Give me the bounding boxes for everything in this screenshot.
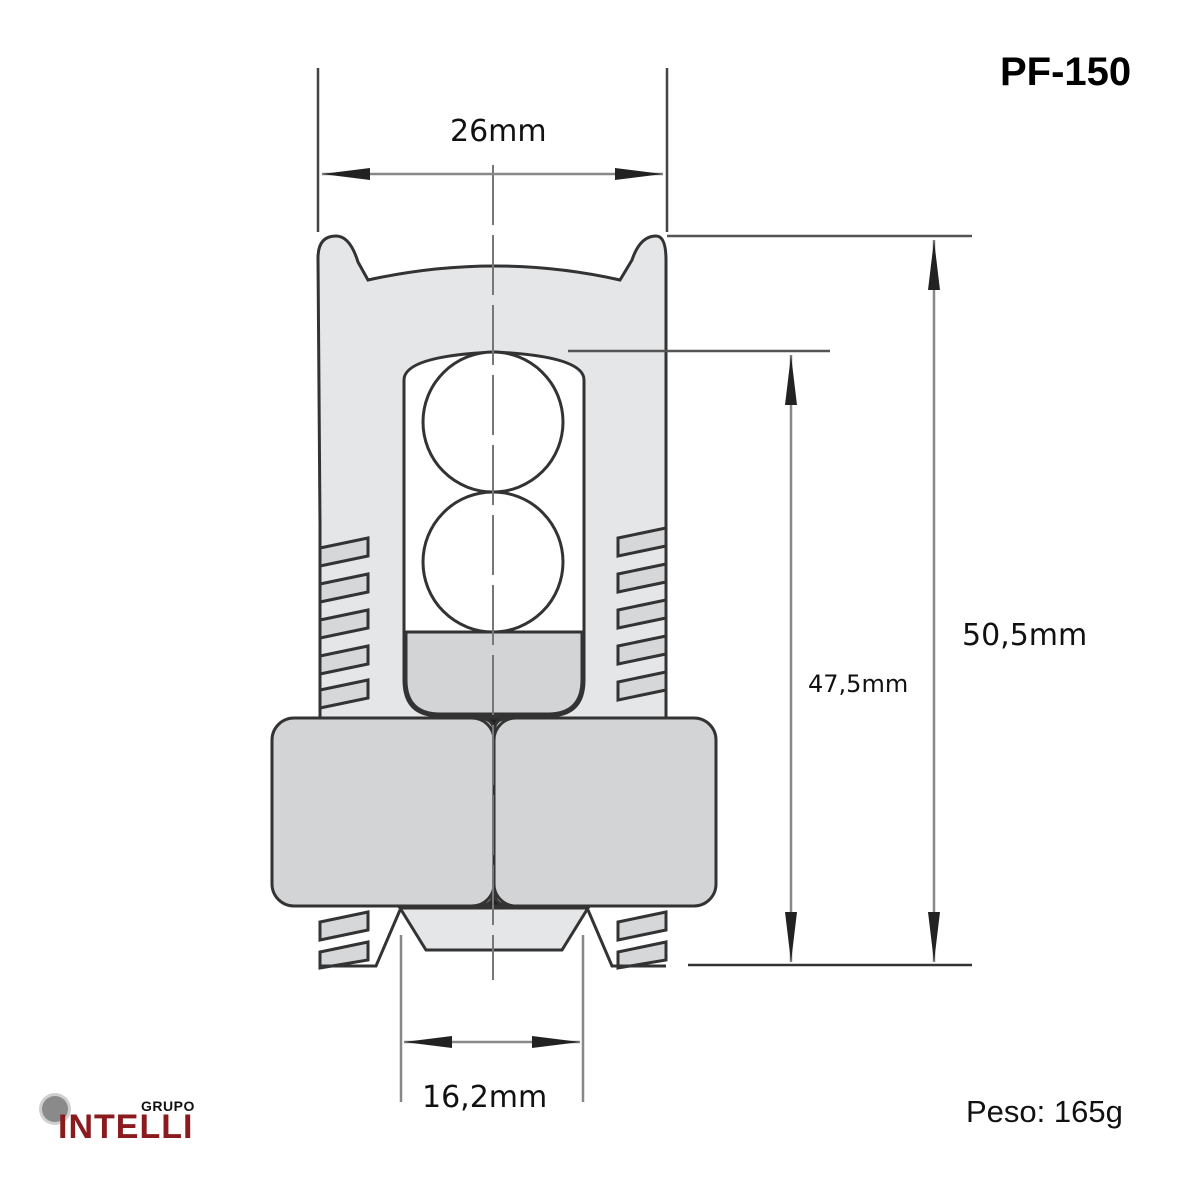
pressure-washer: [320, 906, 666, 968]
dimension-inner-height: 47,5mm: [808, 670, 909, 698]
weight-label: Peso: 165g: [966, 1094, 1123, 1129]
model-title: PF-150: [1000, 50, 1132, 94]
thread-right: [616, 526, 668, 970]
dimension-total-height: 50,5mm: [962, 618, 1088, 653]
logo-brand-text: INTELLI: [58, 1108, 194, 1146]
thread-left: [318, 536, 370, 970]
grupo-intelli-logo: GRUPO INTELLI: [40, 1094, 200, 1146]
logo-grupo-text: GRUPO: [141, 1098, 195, 1114]
dimension-top-width: 26mm: [450, 114, 547, 149]
logo-circle-icon: [42, 1096, 68, 1122]
hex-nut: [270, 716, 718, 908]
dimension-lines: [316, 68, 972, 1102]
dimension-bottom-width: 16,2mm: [422, 1080, 548, 1115]
